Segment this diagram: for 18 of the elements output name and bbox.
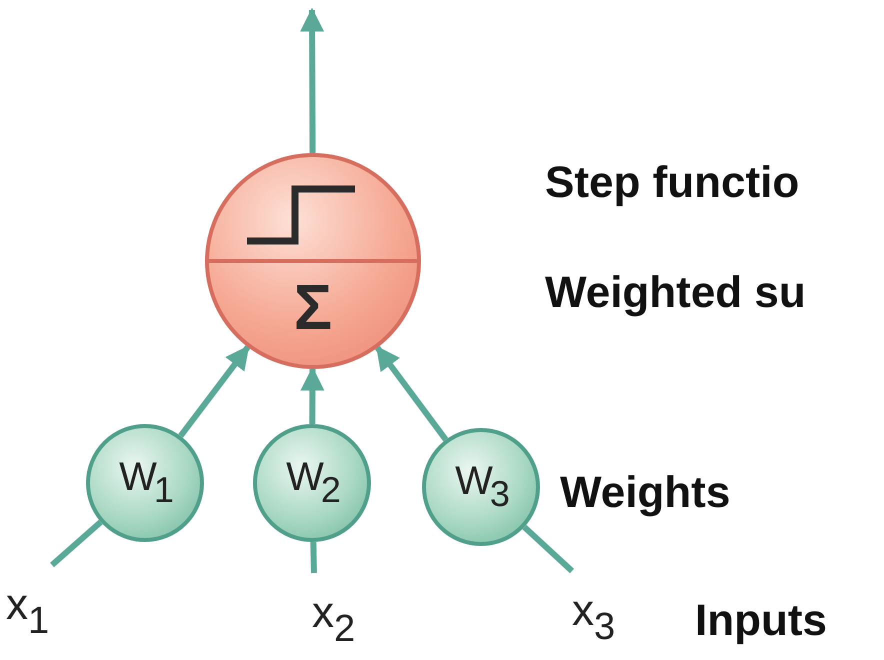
arrow <box>375 346 448 442</box>
annotation-label: Step functio <box>545 158 800 208</box>
arrow <box>300 366 324 424</box>
connector-line <box>50 520 103 568</box>
input-symbol: x$_{1}$ <box>6 583 50 640</box>
annotation-label: Inputs <box>695 596 827 646</box>
weight-symbol: W$_{1}$ <box>119 455 171 511</box>
annotation-label: Weighted su <box>545 268 806 318</box>
arrow <box>178 345 250 438</box>
connector-line <box>522 524 574 574</box>
connector-line <box>310 542 317 574</box>
input-symbol: x$_{2}$ <box>312 591 356 648</box>
input-symbol: x$_{3}$ <box>572 589 616 646</box>
weight-symbol: W$_{3}$ <box>455 459 507 515</box>
sigma-symbol: Σ <box>292 275 334 339</box>
weight-symbol: W$_{2}$ <box>286 455 338 511</box>
arrow <box>300 8 324 153</box>
annotation-label: Weights <box>560 468 730 518</box>
